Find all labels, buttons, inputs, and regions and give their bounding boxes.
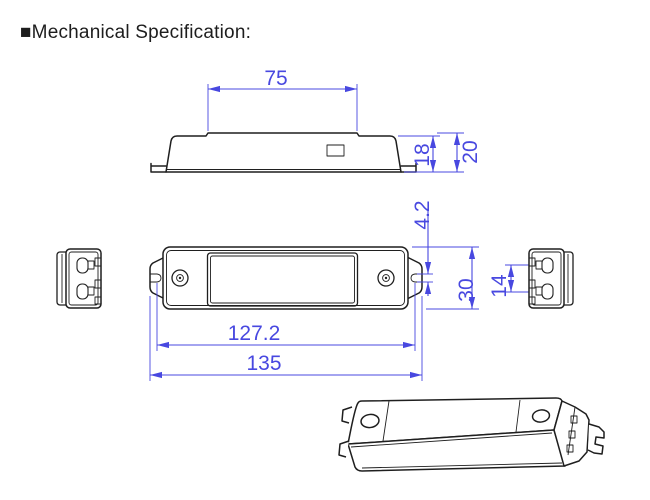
plan-screw-left <box>171 269 189 287</box>
plan-center-panel-inner <box>210 255 355 304</box>
dimension-overall-length: 135 <box>149 296 423 381</box>
persp-screw-hole-left <box>360 413 380 429</box>
plan-left-slot <box>150 273 162 283</box>
dim-label-4-2: 4.2 <box>411 200 434 229</box>
dim-label-30: 30 <box>455 278 478 301</box>
persp-bottom-line <box>361 462 563 469</box>
dim-label-14: 14 <box>488 274 511 298</box>
dim-label-18: 18 <box>411 143 434 166</box>
plan-right-slot <box>410 273 422 283</box>
perspective-view <box>338 397 605 472</box>
dimension-slot-width: 4.2 <box>411 200 434 296</box>
plan-left-tab <box>149 256 166 300</box>
side-body-outline <box>165 132 402 173</box>
plan-center-panel <box>206 252 359 307</box>
end-right-notch-1 <box>528 257 536 267</box>
end-left-notch-1 <box>94 257 102 267</box>
end-view-left <box>56 248 102 309</box>
persp-right-cap-line <box>515 399 521 433</box>
persp-front-face <box>347 429 566 472</box>
dimension-body-height: 18 <box>398 135 464 173</box>
dimension-top-rib-length: 75 <box>207 67 358 131</box>
end-left-notch-3 <box>94 296 102 305</box>
persp-right-tab-hooks <box>587 423 605 455</box>
side-label-window <box>326 144 345 157</box>
dim-label-20: 20 <box>459 140 482 163</box>
persp-left-tab-lower <box>338 440 350 458</box>
plan-right-tab <box>406 256 423 300</box>
persp-ridge-line <box>350 432 553 448</box>
plan-screw-right <box>377 269 395 287</box>
dimension-overall-height: 20 <box>437 132 482 172</box>
plan-body-outline <box>162 246 409 310</box>
page-title: ■Mechanical Specification: <box>20 22 252 43</box>
dim-label-75: 75 <box>264 67 287 90</box>
dim-label-135: 135 <box>246 352 281 375</box>
persp-left-tab-upper <box>341 406 353 424</box>
dim-label-127-2: 127.2 <box>228 322 281 345</box>
dimension-body-width: 30 <box>412 246 479 310</box>
end-right-notch-3 <box>528 296 536 305</box>
dimension-slot-center-distance: 127.2 <box>156 283 416 351</box>
end-view-right <box>528 248 574 309</box>
end-left-notch-2 <box>94 279 102 289</box>
persp-screw-hole-right <box>531 409 551 423</box>
side-left-foot <box>150 162 167 173</box>
end-right-notch-2 <box>528 279 536 289</box>
persp-left-cap-line <box>382 400 390 442</box>
side-elevation-view <box>150 132 417 173</box>
plan-view <box>149 246 423 310</box>
